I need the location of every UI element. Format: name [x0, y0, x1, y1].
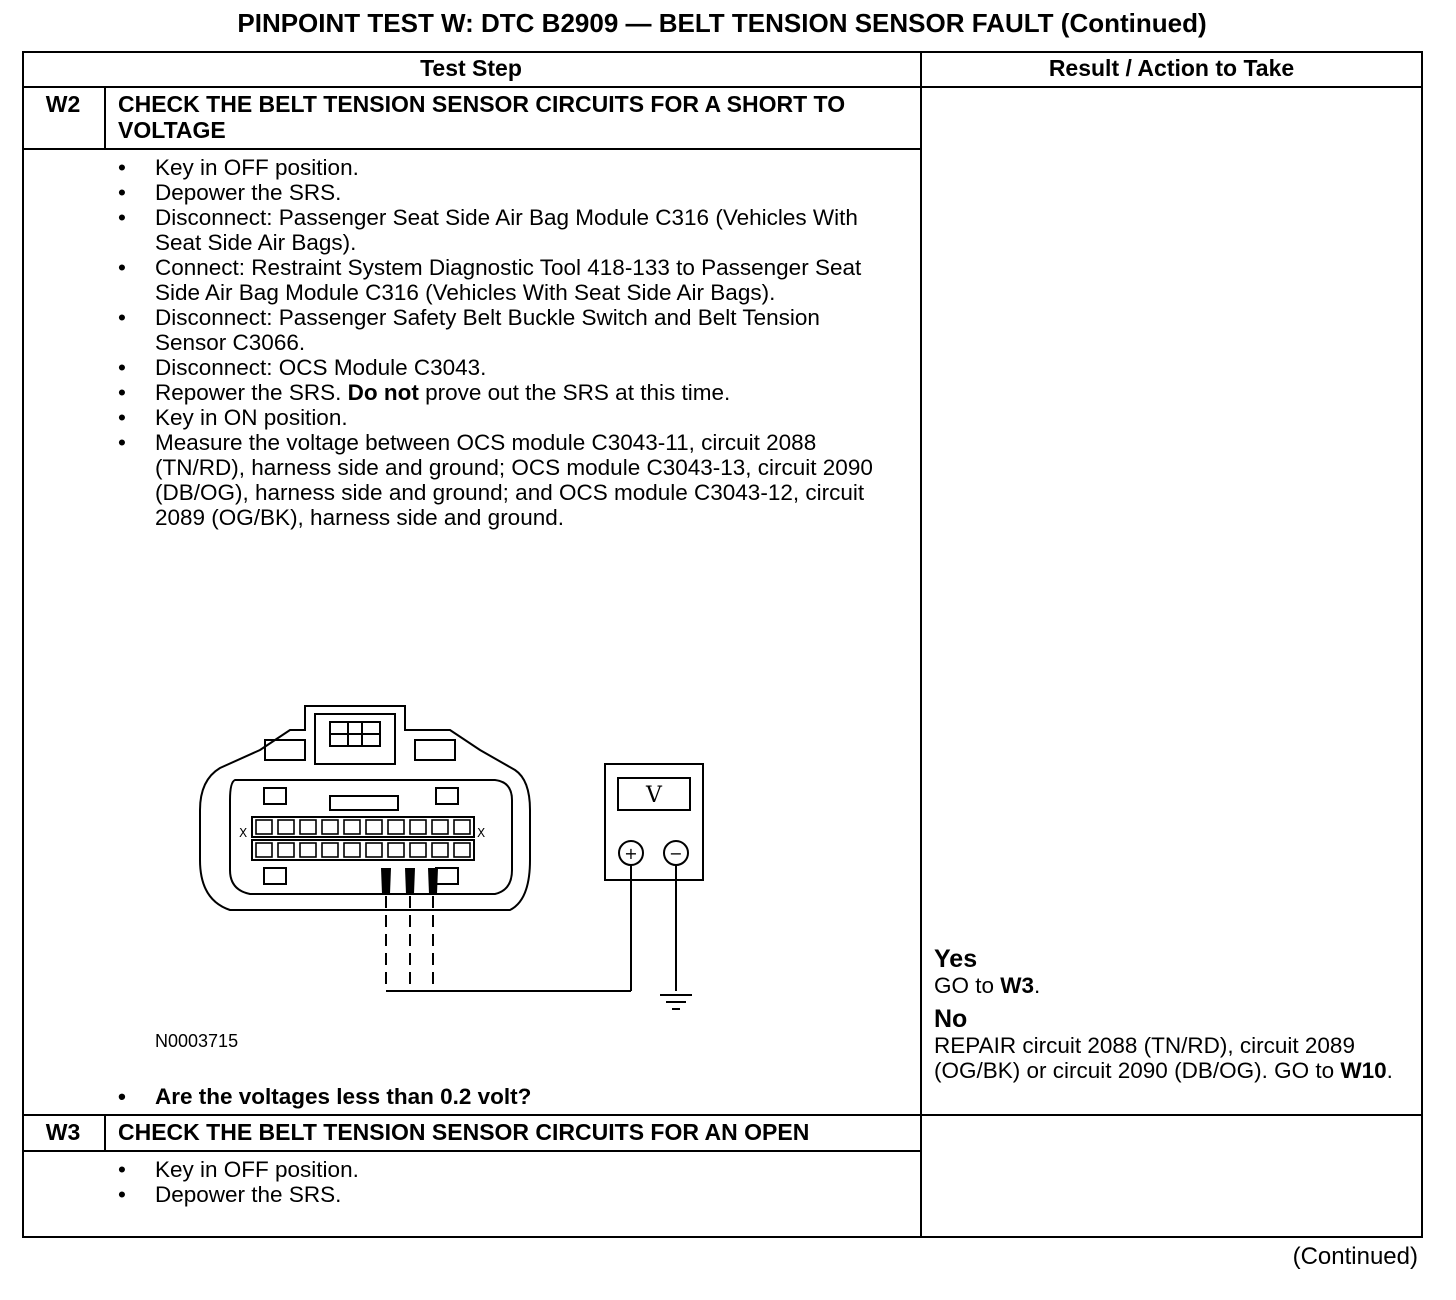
list-item: Key in ON position.	[118, 405, 888, 430]
w2-id-divider	[104, 86, 106, 149]
yes-ref: W3	[1000, 973, 1035, 998]
list-item: Connect: Restraint System Diagnostic Too…	[118, 255, 888, 305]
w3-title-divider	[22, 1150, 921, 1152]
w3-row-divider	[22, 1114, 1423, 1116]
connector-voltmeter-figure: X X V + −	[199, 705, 704, 1010]
plus-terminal: +	[624, 844, 637, 863]
w2-question-list: Are the voltages less than 0.2 volt?	[118, 1084, 888, 1109]
yes-action-end: .	[1034, 973, 1041, 998]
w3-step-list: Key in OFF position. Depower the SRS.	[118, 1157, 888, 1207]
w2-title-divider	[22, 148, 921, 150]
voltmeter-symbol: V	[645, 783, 663, 808]
pinpoint-test-table	[22, 51, 1423, 1238]
list-item: Repower the SRS. Do not prove out the SR…	[118, 380, 888, 405]
page-title: PINPOINT TEST W: DTC B2909 — BELT TENSIO…	[237, 8, 1207, 38]
minus-terminal: −	[669, 844, 682, 863]
no-ref: W10	[1340, 1058, 1387, 1083]
w2-step-list: Key in OFF position. Depower the SRS. Di…	[118, 155, 888, 530]
step-id-w2: W2	[45, 91, 81, 117]
svg-text:X: X	[477, 826, 485, 840]
w2-result: Yes GO to W3. No REPAIR circuit 2088 (TN…	[934, 945, 1416, 1084]
header-result-action: Result / Action to Take	[1048, 55, 1295, 81]
yes-action-text: GO to	[934, 973, 1001, 998]
question-item: Are the voltages less than 0.2 volt?	[118, 1084, 888, 1109]
step-id-w3: W3	[45, 1119, 81, 1145]
list-item: Measure the voltage between OCS module C…	[118, 430, 875, 530]
step-title-w3: CHECK THE BELT TENSION SENSOR CIRCUITS F…	[118, 1119, 810, 1145]
list-item: Disconnect: Passenger Seat Side Air Bag …	[118, 205, 888, 255]
list-item: Depower the SRS.	[118, 180, 888, 205]
no-action-end: .	[1386, 1058, 1393, 1083]
continued-note: (Continued)	[1292, 1243, 1418, 1270]
header-test-step: Test Step	[420, 55, 522, 81]
no-action: REPAIR circuit 2088 (TN/RD), circuit 208…	[934, 1033, 1416, 1083]
list-item: Disconnect: Passenger Safety Belt Buckle…	[118, 305, 888, 355]
step-text: Repower the SRS.	[155, 380, 348, 405]
no-label: No	[934, 1005, 968, 1033]
svg-text:X: X	[239, 826, 247, 840]
header-divider	[22, 86, 1423, 88]
step-text: prove out the SRS at this time.	[418, 380, 731, 405]
column-divider	[920, 51, 922, 1238]
step-emphasis: Do not	[347, 380, 419, 405]
step-title-w2: CHECK THE BELT TENSION SENSOR CIRCUITS F…	[118, 91, 846, 143]
figure-id: N0003715	[155, 1031, 239, 1051]
yes-label: Yes	[934, 945, 978, 973]
list-item: Depower the SRS.	[118, 1182, 888, 1207]
list-item: Key in OFF position.	[118, 1157, 888, 1182]
list-item: Key in OFF position.	[118, 155, 888, 180]
no-action-text: REPAIR circuit 2088 (TN/RD), circuit 208…	[934, 1033, 1355, 1083]
yes-action: GO to W3.	[934, 973, 1416, 998]
w3-id-divider	[104, 1114, 106, 1152]
list-item: Disconnect: OCS Module C3043.	[118, 355, 888, 380]
